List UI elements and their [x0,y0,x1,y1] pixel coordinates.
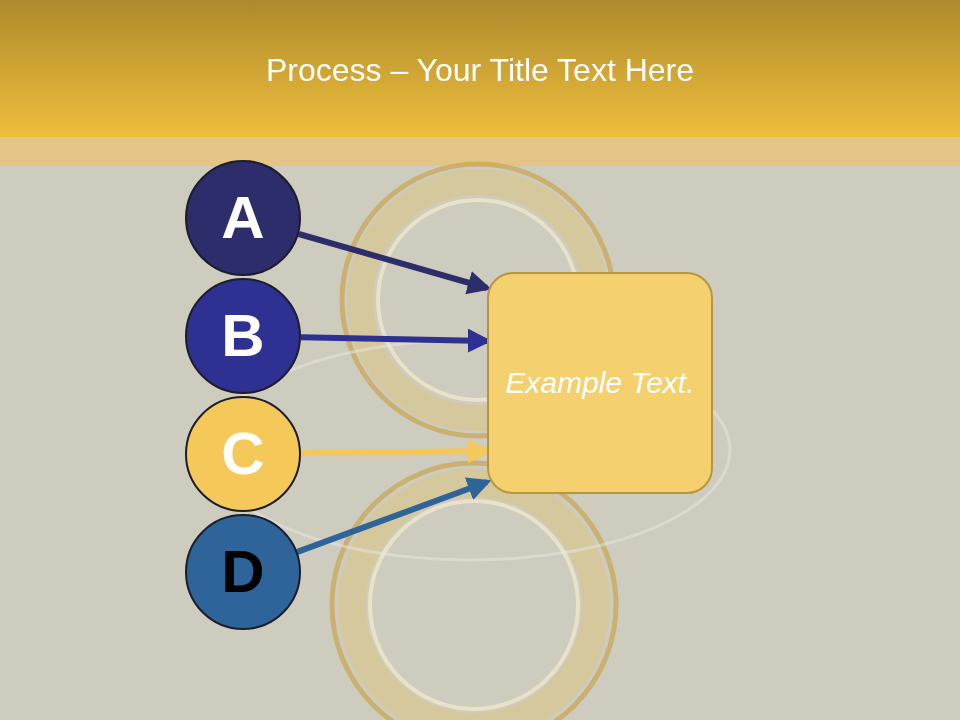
step-circle: D [185,514,301,630]
step-letter: A [221,188,264,248]
step-circle: A [185,160,301,276]
step-circle: B [185,278,301,394]
step-letter: B [221,306,264,366]
step-circle: C [185,396,301,512]
box-text: Example Text. [506,360,695,407]
flow-arrow [301,451,487,453]
slide-title: Process – Your Title Text Here [0,52,960,89]
flow-arrow [297,482,487,552]
step-letter: D [221,542,264,602]
step-letter: C [221,424,264,484]
process-box: Example Text. [487,272,713,494]
flow-arrow [301,337,487,341]
flow-arrow [299,234,487,288]
